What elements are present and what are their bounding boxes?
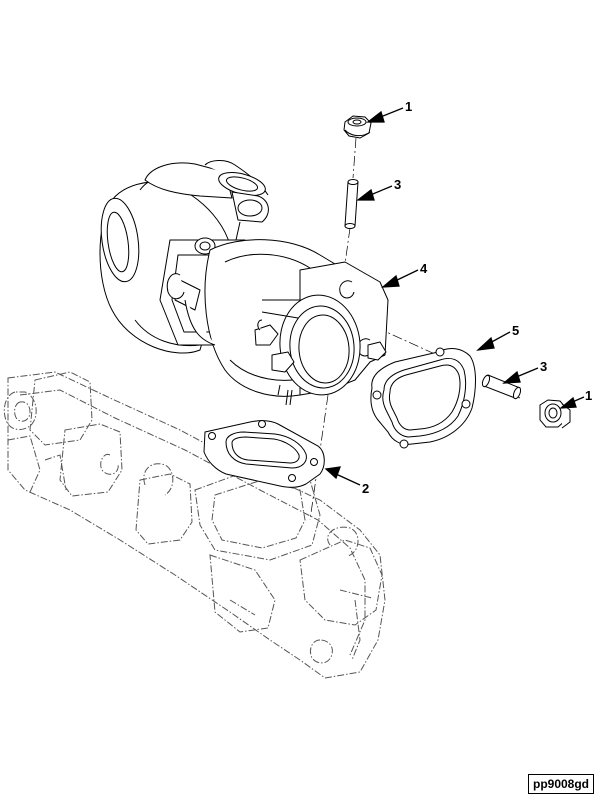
callout-3-top: 3 [394, 177, 401, 192]
part-5-outlet-gasket [370, 347, 476, 449]
callout-5: 5 [512, 323, 519, 338]
part-1-flange-nut-right [539, 399, 571, 429]
callout-3-right: 3 [540, 359, 547, 374]
callout-4: 4 [420, 261, 428, 276]
part-2-mounting-gasket [203, 420, 325, 488]
part-1-flange-nut-top [343, 115, 372, 139]
part-3-stud-top [344, 179, 359, 229]
callout-leaders [324, 107, 585, 486]
turbocharger [99, 160, 389, 406]
exhaust-manifold-ghost [3, 371, 386, 679]
figure-reference-code: pp9008gd [527, 774, 594, 794]
part-3-stud-right [481, 374, 522, 400]
callout-2: 2 [362, 481, 369, 496]
callout-1-right: 1 [585, 388, 592, 403]
callout-1-top: 1 [405, 99, 412, 114]
